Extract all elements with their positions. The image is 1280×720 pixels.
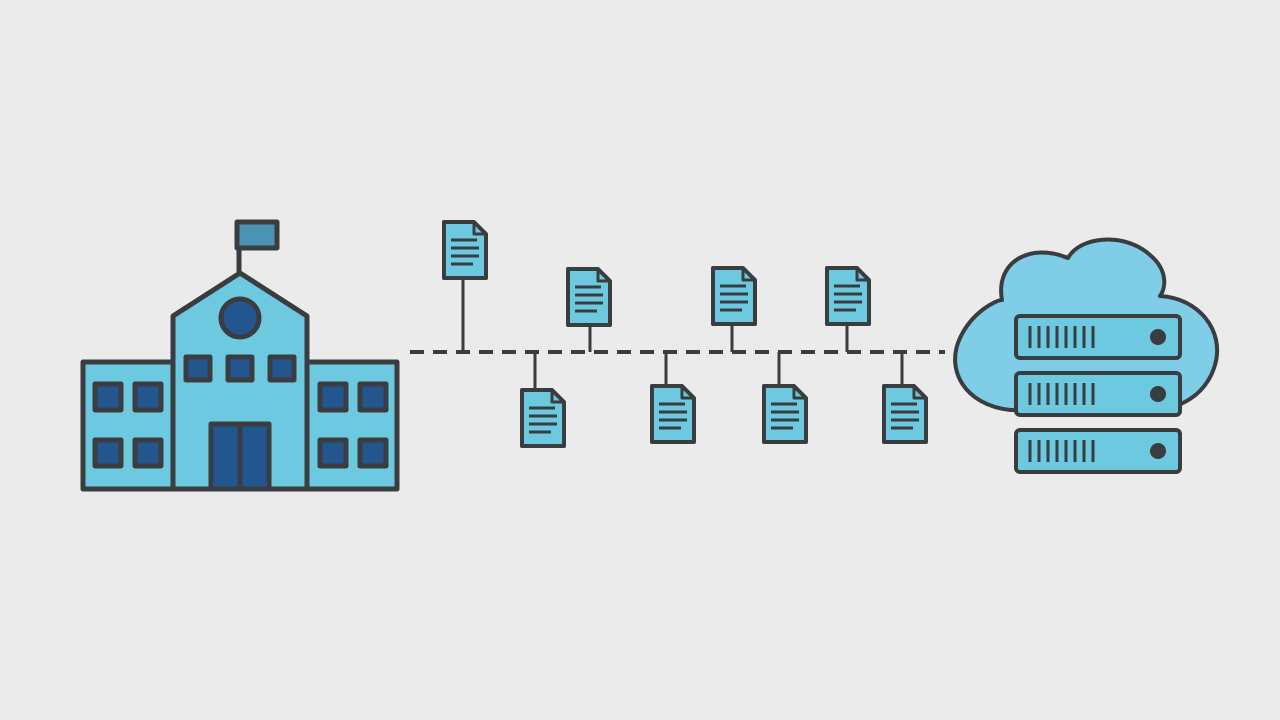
document-page: [520, 388, 566, 448]
document-fold: [550, 390, 564, 404]
document-fold: [792, 386, 806, 400]
document-group: [442, 220, 928, 448]
document-page: [650, 384, 696, 444]
document-icon: [442, 220, 488, 352]
document-page: [442, 220, 488, 280]
server-power-light: [1150, 386, 1166, 402]
document-page: [711, 266, 757, 326]
document-icon: [566, 267, 612, 352]
server-power-light: [1150, 443, 1166, 459]
document-icon: [825, 266, 871, 352]
document-page: [882, 384, 928, 444]
server-unit: [1014, 371, 1182, 417]
document-page: [825, 266, 871, 326]
server-power-light: [1150, 329, 1166, 345]
document-fold: [912, 386, 926, 400]
document-fold: [472, 222, 486, 236]
school-building-icon: [80, 219, 400, 492]
document-icon: [882, 352, 928, 444]
cloud-server-icon: [953, 237, 1219, 474]
server-stack: [1014, 314, 1182, 474]
document-page: [762, 384, 808, 444]
document-fold: [741, 268, 755, 282]
document-page: [566, 267, 612, 327]
document-icon: [520, 352, 566, 448]
document-icon: [650, 352, 696, 444]
server-unit: [1014, 428, 1182, 474]
document-fold: [596, 269, 610, 283]
server-unit: [1014, 314, 1182, 360]
document-fold: [680, 386, 694, 400]
document-icon: [711, 266, 757, 352]
document-icon: [762, 352, 808, 444]
document-fold: [855, 268, 869, 282]
